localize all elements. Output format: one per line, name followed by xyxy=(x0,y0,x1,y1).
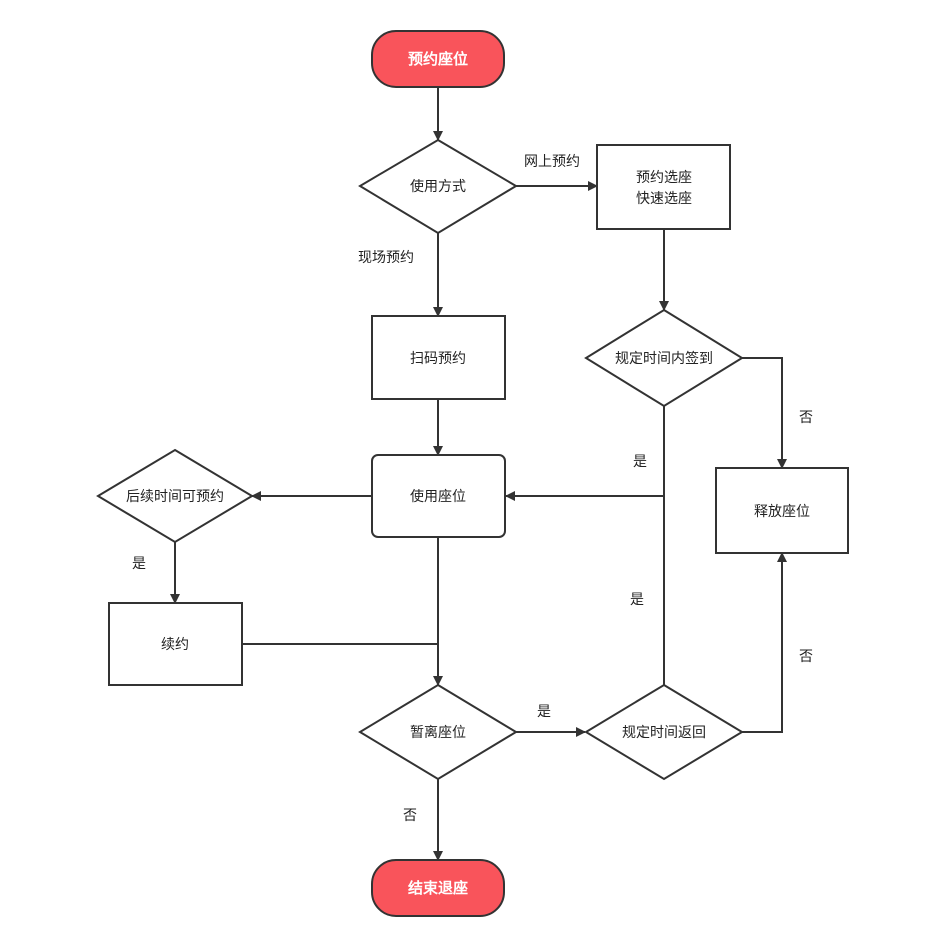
edge-label-online: 网上预约 xyxy=(524,154,580,170)
checkin-decision: 规定时间内签到 xyxy=(584,308,744,408)
edge-label-leave-no: 否 xyxy=(403,808,417,824)
edge-label-renew-yes: 是 xyxy=(132,556,146,572)
end-terminal: 结束退座 xyxy=(371,859,505,917)
end-terminal-shape xyxy=(371,859,505,917)
later-available-label: 后续时间可预约 xyxy=(126,488,224,505)
scan-reserve-label: 扫码预约 xyxy=(410,351,466,367)
edge-label-return-no: 否 xyxy=(799,649,813,665)
return-decision-shape xyxy=(584,683,744,781)
renew-label: 续约 xyxy=(161,636,189,653)
online-select-box-shape xyxy=(596,144,731,230)
online-select-box: 预约选座 快速选座 xyxy=(596,144,731,230)
use-seat-box-shape xyxy=(371,454,506,538)
start-terminal-label: 预约座位 xyxy=(408,50,468,68)
temp-leave-label: 暂离座位 xyxy=(410,724,466,741)
edge-label-onsite: 现场预约 xyxy=(358,250,414,266)
renew-box: 续约 xyxy=(108,602,243,686)
edge-label-leave-yes: 是 xyxy=(537,704,551,720)
release-seat-label: 释放座位 xyxy=(754,504,810,520)
temp-leave-decision: 暂离座位 xyxy=(358,683,518,781)
use-seat-label: 使用座位 xyxy=(410,488,466,505)
return-decision-label: 规定时间返回 xyxy=(622,725,706,741)
scan-reserve-box: 扫码预约 xyxy=(371,315,506,400)
edge-label-checkin-yes: 是 xyxy=(633,454,647,470)
edge-return-no-to-release xyxy=(742,552,787,733)
edge-checkin-no-to-release xyxy=(742,357,787,469)
edges xyxy=(170,87,787,861)
later-available-decision-shape xyxy=(96,448,254,544)
start-terminal-shape xyxy=(371,30,505,88)
use-seat-box: 使用座位 xyxy=(371,454,506,538)
usage-mode-decision-shape xyxy=(358,138,518,235)
renew-box-shape xyxy=(108,602,243,686)
online-select-label-1: 预约选座 xyxy=(636,170,692,186)
temp-leave-decision-shape xyxy=(358,683,518,781)
release-seat-box: 释放座位 xyxy=(715,467,849,554)
online-select-label-2: 快速选座 xyxy=(636,191,692,207)
usage-mode-decision: 使用方式 xyxy=(358,138,518,235)
release-seat-box-shape xyxy=(715,467,849,554)
edge-labels: 网上预约 现场预约 否 是 是 否 是 是 否 xyxy=(132,154,813,824)
end-terminal-label: 结束退座 xyxy=(408,879,468,897)
checkin-decision-label: 规定时间内签到 xyxy=(615,350,713,367)
start-terminal: 预约座位 xyxy=(371,30,505,88)
usage-mode-decision-label: 使用方式 xyxy=(410,178,466,195)
return-decision: 规定时间返回 xyxy=(584,683,744,781)
later-available-decision: 后续时间可预约 xyxy=(96,448,254,544)
checkin-decision-shape xyxy=(584,308,744,408)
scan-reserve-box-shape xyxy=(371,315,506,400)
edge-label-checkin-no: 否 xyxy=(799,410,813,426)
edge-label-return-yes: 是 xyxy=(630,592,644,608)
